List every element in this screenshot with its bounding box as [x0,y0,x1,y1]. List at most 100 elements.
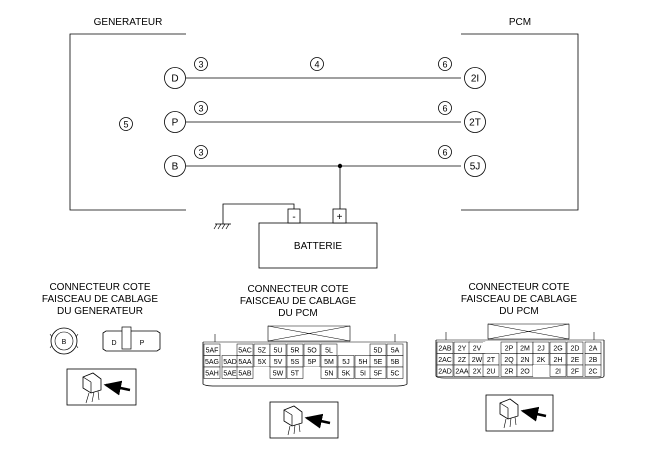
pin-cell: 2K [532,353,550,366]
pin-cell: 2Z [453,353,471,366]
pin-cell [222,344,238,356]
pcm1-connector-caption: CONNECTEUR COTE FAISCEAU DE CABLAGE DU P… [240,284,356,319]
pin-cell: 5B [386,355,404,368]
pin-label: 5L [325,348,333,355]
pin-label: 5Z [258,348,267,355]
pcm-title: PCM [509,17,531,28]
pin-label: 2M [520,346,530,353]
pin-cell: 2V [468,341,486,354]
svg-text:2T: 2T [469,118,481,129]
pin-cell: 5AB [236,366,254,379]
pin-label: 2V [473,346,482,353]
pin-cell [483,342,499,354]
generator-title: GENERATEUR [94,17,163,28]
pin-cell: 5H [354,355,372,368]
wire-ref-left-1: 3 [194,57,208,71]
pin-cell: 2W [468,353,486,366]
svg-text:D: D [171,74,178,85]
pin-cell: 5W [269,366,287,379]
pin-cell: 5A [386,343,404,356]
pin-cell: 5AC [236,343,254,356]
pin-label: 5AA [238,359,252,366]
pin-label: 2E [571,357,580,364]
pin-cell: 2Q [500,353,518,366]
pin-cell: 2M [516,341,534,354]
pin-label: 5AF [206,348,219,355]
pin-cell: 2I [549,364,567,377]
pin-label: 5P [308,359,317,366]
pin-label: 5AG [205,359,219,366]
pcm1-connector-plug-icon [269,401,339,439]
pcm2-connector-caption: CONNECTEUR COTE FAISCEAU DE CABLAGE DU P… [461,282,577,317]
pin-label: 2Y [458,346,467,353]
pin-cell: 5N [320,366,338,379]
pin-label: 5C [391,371,400,378]
pin-cell: 2AB [436,341,454,354]
svg-text:FAISCEAU DE CABLAGE: FAISCEAU DE CABLAGE [240,296,356,307]
svg-text:6: 6 [442,60,447,70]
pin-label: 5A [391,348,400,355]
pin-cell: 2T [482,353,500,366]
svg-text:3: 3 [198,60,203,70]
pin-label: 2N [521,357,530,364]
svg-text:CONNECTEUR COTE: CONNECTEUR COTE [468,282,569,293]
pin-cell: 5AE [221,366,239,379]
pin-label: 5B [391,359,400,366]
pin-cell [533,365,549,377]
pin-label: 2I [555,369,561,376]
pcm2-connector-body [435,323,605,379]
svg-text:P: P [140,340,145,347]
svg-text:6: 6 [442,104,447,114]
svg-text:D: D [111,340,116,347]
pin-cell: 5O [303,343,321,356]
pin-cell: 5C [386,366,404,379]
wire-ref-left-3: 3 [194,145,208,159]
pin-cell: 5M [320,355,338,368]
pin-label: 2A [589,346,598,353]
wire-ref-left-2: 3 [194,101,208,115]
wire-ref-right-3: 6 [438,145,452,159]
pin-label: 5F [374,371,382,378]
pin-label: 2Z [458,357,467,364]
pin-cell: 2AC [436,353,454,366]
svg-text:-: - [292,212,295,223]
ground-symbol [213,203,295,230]
pin-cell: 2D [566,341,584,354]
pin-cell: 5R [286,343,304,356]
pin-cell: 2R [500,364,518,377]
pin-cell: 5D [369,343,387,356]
svg-text:CONNECTEUR COTE: CONNECTEUR COTE [247,284,348,295]
svg-text:B: B [62,339,67,346]
svg-text:5: 5 [123,120,128,130]
pin-label: 2Q [504,357,514,364]
pin-cell: 2H [549,353,567,366]
svg-text:5J: 5J [470,162,481,173]
svg-text:+: + [337,212,343,223]
battery-label: BATTERIE [294,241,342,252]
pin-cell: 2O [516,364,534,377]
pin-cell: 2AA [453,364,471,377]
pin-cell: 5I [354,366,372,379]
svg-text:FAISCEAU DE CABLAGE: FAISCEAU DE CABLAGE [42,294,158,305]
svg-text:CONNECTEUR COTE: CONNECTEUR COTE [49,282,150,293]
pin-label: 5AE [223,371,237,378]
pin-cell: 5T [286,366,304,379]
svg-text:3: 3 [198,148,203,158]
pin-label: 5R [291,348,300,355]
pin-cell: 5Z [253,343,271,356]
pin-cell: 2E [566,353,584,366]
pin-cell: 5AF [203,343,221,356]
pin-cell: 5K [337,366,355,379]
gen-connector-plug-icon [66,368,137,406]
pin-cell: 2X [468,364,486,377]
svg-text:2I: 2I [471,74,479,85]
pin-label: 5AD [223,359,237,366]
pin-cell: 5E [369,355,387,368]
generator-pin-b: B [164,155,186,177]
pin-label: 5T [291,371,300,378]
battery-box [258,222,378,269]
svg-text:B: B [172,162,179,173]
pin-label: 2K [537,357,546,364]
